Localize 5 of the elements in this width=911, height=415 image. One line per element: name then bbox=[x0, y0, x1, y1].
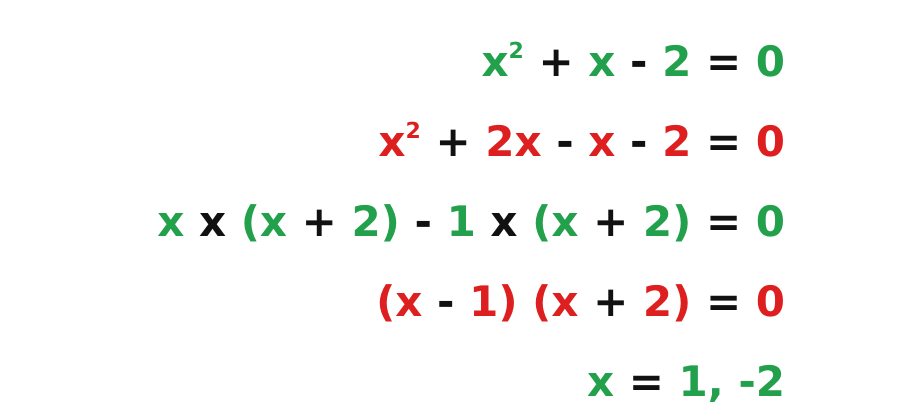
equation-line: x x (x + 2) - 1 x (x + 2) = 0 bbox=[157, 196, 785, 248]
equation-line: x = 1, -2 bbox=[586, 356, 785, 408]
equation-line: (x - 1) (x + 2) = 0 bbox=[376, 276, 785, 328]
equation-line: x$^{2}$ + 2x - x - 2 = 0 bbox=[378, 116, 785, 168]
equation-line: x$^{2}$ + x - 2 = 0 bbox=[481, 36, 785, 88]
